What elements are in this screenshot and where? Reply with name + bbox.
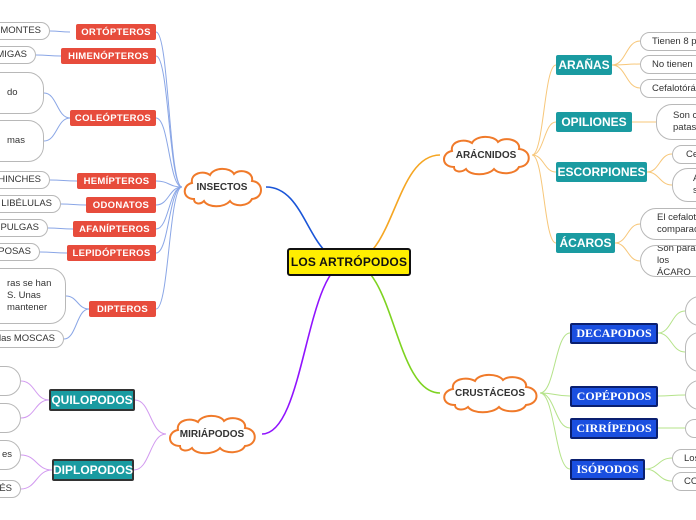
connector-15 bbox=[39, 251, 68, 254]
leaf-diplopodos-1[interactable]: IÉS bbox=[0, 480, 21, 498]
connector-1 bbox=[155, 55, 183, 188]
cloud-shape bbox=[169, 414, 256, 455]
group-aranas[interactable]: ARAÑAS bbox=[556, 55, 612, 75]
cloud-miriapodos[interactable]: MIRIÁPODOS bbox=[162, 412, 262, 456]
connector-17 bbox=[63, 308, 90, 340]
leaf-acaros-1[interactable]: Son parás los ÁCARO bbox=[640, 245, 696, 277]
link-miriapodos bbox=[261, 261, 350, 435]
cloud-shape bbox=[183, 167, 262, 208]
order-lepidopteros[interactable]: LEPIDÓPTEROS bbox=[67, 245, 156, 261]
leaf-afanipteros-0[interactable]: PULGAS bbox=[0, 219, 48, 237]
connector-41 bbox=[657, 332, 686, 353]
crustaceos-label: CRUSTÁCEOS bbox=[454, 387, 525, 399]
leaf-dipteros-1[interactable]: las MOSCAS bbox=[0, 330, 64, 348]
leaf-coleopteros-0[interactable]: do bbox=[0, 72, 44, 114]
connector-14 bbox=[47, 227, 74, 230]
connector-25 bbox=[531, 121, 557, 156]
leaf-hemipteros-0[interactable]: HINCHES bbox=[0, 171, 50, 189]
cloud-insectos[interactable]: INSECTOS bbox=[178, 165, 266, 209]
group-acaros[interactable]: ÁCAROS bbox=[556, 233, 615, 253]
leaf-acaros-0[interactable]: El cefalot comparac bbox=[640, 208, 696, 240]
connector-32 bbox=[646, 153, 673, 173]
cloud-crustaceos[interactable]: CRUSTÁCEOS bbox=[436, 371, 544, 415]
group-quilopodos[interactable]: QUILOPODOS bbox=[49, 389, 135, 411]
connector-6 bbox=[155, 186, 183, 254]
connector-12 bbox=[49, 179, 78, 182]
order-afanipteros[interactable]: AFANÍPTEROS bbox=[73, 221, 156, 237]
leaf-cirripedos-0[interactable] bbox=[685, 419, 696, 438]
connector-21 bbox=[20, 399, 50, 419]
leaf-aranas-2[interactable]: Cefalotórá bbox=[640, 79, 696, 98]
leaf-aranas-1[interactable]: No tienen bbox=[640, 55, 696, 74]
cloud-aracnidos[interactable]: ARÁCNIDOS bbox=[436, 133, 536, 177]
leaf-escorpiones-1[interactable]: A s bbox=[672, 168, 696, 202]
connector-27 bbox=[531, 154, 557, 244]
order-coleopteros[interactable]: COLEÓPTEROS bbox=[70, 110, 156, 126]
leaf-isopodos-0[interactable]: Los bbox=[672, 449, 696, 468]
connector-28 bbox=[611, 40, 641, 66]
connector-30 bbox=[611, 64, 641, 89]
order-himenopteros[interactable]: HIMENÓPTEROS bbox=[61, 48, 156, 64]
connector-26 bbox=[531, 154, 557, 173]
leaf-dipteros-0[interactable]: ras se han S. Unas mantener bbox=[0, 268, 66, 324]
connector-10 bbox=[43, 92, 71, 119]
group-decapodos[interactable]: DECAPODOS bbox=[570, 323, 658, 344]
group-diplopodos[interactable]: DIPLOPODOS bbox=[52, 459, 134, 481]
order-hemipteros[interactable]: HEMÍPTEROS bbox=[77, 173, 156, 189]
connector-11 bbox=[43, 117, 71, 142]
leaf-himenopteros-0[interactable]: MIGAS bbox=[0, 46, 36, 64]
connector-23 bbox=[20, 469, 53, 490]
connector-8 bbox=[49, 30, 71, 33]
connector-39 bbox=[539, 392, 571, 470]
central-topic[interactable]: LOS ARTRÓPODOS bbox=[287, 248, 411, 276]
connector-2 bbox=[155, 117, 183, 188]
group-opiliones[interactable]: OPILIONES bbox=[556, 112, 632, 132]
leaf-aranas-0[interactable]: Tienen 8 p bbox=[640, 32, 696, 51]
connector-42 bbox=[657, 394, 686, 397]
order-odonatos[interactable]: ODONATOS bbox=[86, 197, 156, 213]
group-copepodos[interactable]: COPÉPODOS bbox=[570, 386, 658, 407]
connector-34 bbox=[614, 223, 641, 244]
leaf-ortopteros-0[interactable]: MONTES bbox=[0, 22, 50, 40]
connector-24 bbox=[531, 64, 557, 156]
group-cirripedos[interactable]: CIRRÍPEDOS bbox=[570, 418, 658, 439]
leaf-lepidopteros-0[interactable]: POSAS bbox=[0, 243, 40, 261]
connector-44 bbox=[644, 457, 673, 470]
cloud-shape bbox=[443, 135, 530, 176]
link-crustaceos bbox=[348, 261, 441, 394]
connector-36 bbox=[539, 332, 571, 394]
insectos-label: INSECTOS bbox=[196, 181, 248, 193]
connector-22 bbox=[20, 454, 53, 471]
connector-37 bbox=[539, 392, 571, 397]
connector-35 bbox=[614, 242, 641, 262]
miriapodos-label: MIRIÁPODOS bbox=[179, 428, 245, 440]
order-dipteros[interactable]: DIPTEROS bbox=[89, 301, 156, 317]
connector-16 bbox=[65, 295, 90, 310]
connector-20 bbox=[20, 380, 50, 401]
leaf-coleopteros-1[interactable]: mas bbox=[0, 120, 44, 162]
connector-18 bbox=[134, 399, 167, 435]
connector-0 bbox=[155, 31, 183, 188]
leaf-escorpiones-0[interactable]: Ce bbox=[672, 145, 696, 164]
connector-33 bbox=[646, 171, 673, 186]
leaf-isopodos-1[interactable]: CO bbox=[672, 472, 696, 491]
connector-40 bbox=[657, 310, 686, 334]
connector-45 bbox=[644, 468, 673, 482]
link-aracnidos bbox=[348, 154, 441, 263]
connector-13 bbox=[60, 203, 87, 206]
order-ortopteros[interactable]: ORTÓPTEROS bbox=[76, 24, 156, 40]
connector-19 bbox=[133, 433, 167, 471]
group-escorpiones[interactable]: ESCORPIONES bbox=[556, 162, 647, 182]
leaf-opiliones-0[interactable]: Son c patas bbox=[656, 104, 696, 140]
connector-7 bbox=[155, 186, 183, 310]
connector-9 bbox=[35, 54, 62, 57]
cloud-shape bbox=[443, 373, 538, 414]
aracnidos-label: ARÁCNIDOS bbox=[455, 149, 517, 161]
leaf-odonatos-0[interactable]: LIBÉLULAS bbox=[0, 195, 61, 213]
group-isopodos[interactable]: ISÓPODOS bbox=[570, 459, 645, 480]
connector-38 bbox=[539, 392, 571, 429]
